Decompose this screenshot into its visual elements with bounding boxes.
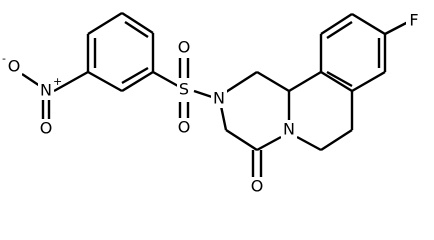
bond bbox=[121, 66, 149, 85]
bond bbox=[152, 70, 179, 88]
bonds bbox=[21, 11, 411, 177]
bond bbox=[87, 11, 123, 36]
bond bbox=[21, 73, 41, 87]
fluorine-label: F bbox=[409, 11, 418, 30]
bond bbox=[121, 11, 154, 35]
sulfonyl-oxygen-top-label: O bbox=[178, 38, 191, 57]
carbonyl-oxygen-label: O bbox=[251, 177, 264, 196]
atom-labels: F N N S O O O N + O - O bbox=[2, 11, 422, 196]
bond bbox=[225, 70, 258, 94]
bond bbox=[351, 70, 386, 93]
bond bbox=[193, 89, 213, 99]
bond bbox=[326, 70, 353, 88]
bond bbox=[288, 70, 322, 93]
bond bbox=[320, 70, 353, 93]
bond bbox=[53, 70, 89, 93]
molecule-structure: F N N S O O O N + O - O bbox=[2, 10, 422, 196]
bond bbox=[320, 12, 353, 36]
bond bbox=[351, 12, 386, 36]
bond bbox=[121, 70, 154, 93]
sulfur-label: S bbox=[179, 80, 189, 99]
bond bbox=[87, 70, 123, 93]
ring-nitrogen-label: N bbox=[283, 120, 295, 139]
bond bbox=[124, 20, 149, 39]
bond bbox=[296, 135, 322, 152]
bond bbox=[384, 19, 411, 36]
nitro-oxygen-minus-charge: - bbox=[2, 52, 6, 65]
bond bbox=[219, 105, 228, 131]
bond bbox=[320, 128, 353, 152]
sulfonyl-nitrogen-label: N bbox=[213, 89, 225, 108]
bond bbox=[256, 70, 290, 93]
sulfonyl-oxygen-bottom-label: O bbox=[178, 118, 191, 137]
nitro-oxygen-minus-label: O bbox=[8, 57, 21, 76]
bond bbox=[256, 135, 282, 152]
nitro-nitrogen-charge: + bbox=[53, 75, 62, 88]
bond bbox=[225, 128, 258, 152]
nitro-nitrogen-label: N bbox=[40, 81, 52, 100]
bond bbox=[326, 20, 353, 40]
nitro-oxygen-double-label: O bbox=[40, 119, 53, 138]
